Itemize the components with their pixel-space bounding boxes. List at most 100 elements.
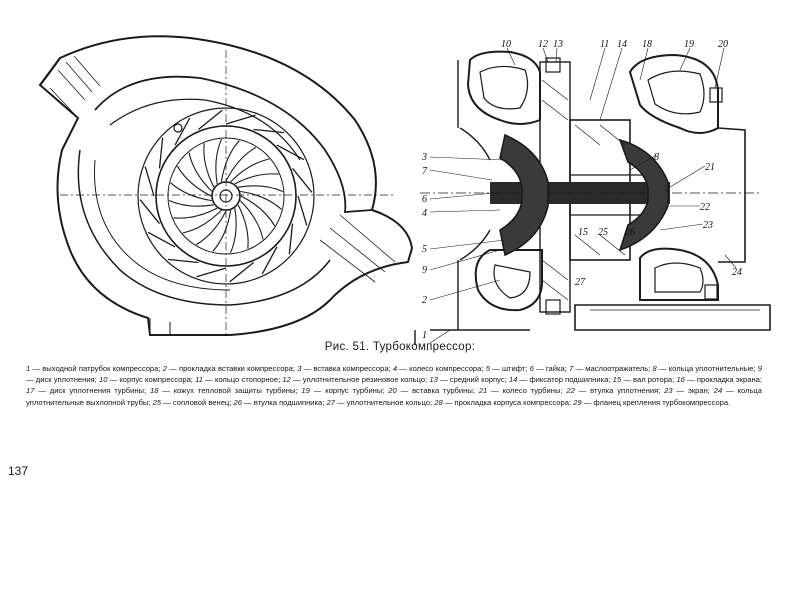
legend-item-number: 21	[478, 386, 488, 396]
callout-21: 21	[705, 162, 715, 173]
impeller-blades	[168, 138, 284, 254]
legend-item-number: 17	[26, 386, 35, 396]
callout-24: 24	[732, 267, 742, 278]
diffuser-vane	[144, 166, 155, 197]
legend-item: 7 — маслоотражатель;	[569, 364, 652, 373]
legend-item: 18 — кожух тепловой защиты турбины;	[150, 386, 301, 395]
legend-item-number: 18	[149, 386, 159, 396]
callout-2: 2	[422, 295, 427, 306]
legend-item-text: — средний корпус;	[437, 375, 509, 385]
legend-item-text: — колесо турбины;	[487, 386, 567, 396]
legend-item-number: 4	[392, 364, 398, 373]
impeller-blade	[212, 210, 232, 252]
legend-item: 6 — гайка;	[530, 364, 569, 373]
legend-item-number: 7	[569, 364, 574, 373]
impeller-blade	[240, 190, 282, 210]
legend-item: 15 — вал ротора;	[613, 375, 677, 384]
legend-item: 29 — фланец крепления турбокомпрессора.	[573, 398, 730, 407]
legend-item-text: — прокладка корпуса компрессора;	[442, 397, 574, 407]
legend-item-number: 19	[301, 386, 310, 396]
legend-item: 1 — выходной патрубок компрессора;	[26, 364, 163, 373]
callout-14: 14	[617, 39, 627, 50]
callout-26: 26	[625, 227, 635, 238]
callout-13: 13	[553, 39, 563, 50]
legend-item: 20 — вставка турбины;	[388, 386, 479, 395]
legend-item: 28 — прокладка корпуса компрессора;	[434, 398, 573, 407]
callout-22: 22	[700, 202, 710, 213]
legend-item: 25 — сопловой венец;	[153, 398, 234, 407]
legend-item-number: 25	[152, 397, 162, 407]
diffuser-vane	[167, 258, 199, 264]
impeller-blade	[203, 143, 215, 188]
compressor-volute-view	[38, 35, 414, 336]
legend-item-text: — кольца уплотнительные;	[656, 364, 758, 373]
impeller-blade	[237, 204, 249, 249]
impeller-blade	[238, 185, 284, 193]
legend-item: 13 — средний корпус;	[429, 375, 509, 384]
legend-item-text: — вставка турбины;	[396, 386, 479, 396]
impeller-blade	[229, 208, 237, 254]
diffuser-vane	[196, 267, 227, 278]
page-number: 137	[8, 464, 29, 478]
legend-item-number: 22	[566, 386, 575, 396]
legend-item-number: 23	[664, 386, 673, 396]
diffuser-vane	[198, 109, 223, 130]
legend-item-text: — штифт;	[489, 364, 530, 373]
legend-item-number: 26	[233, 397, 242, 407]
legend-item: 3 — вставка компрессора;	[297, 364, 393, 373]
diffuser-vane	[297, 195, 308, 226]
legend-item-number: 3	[297, 364, 302, 373]
impeller-blade	[240, 195, 276, 227]
legend-item-number: 14	[508, 375, 518, 385]
callout-12: 12	[538, 39, 548, 50]
legend-item-number: 5	[485, 364, 490, 373]
legend-item: 9 — диск уплотнения;	[26, 364, 762, 384]
legend-item-number: 6	[529, 364, 534, 373]
legend-item-text: — вставка компрессора;	[301, 364, 393, 373]
callout-8: 8	[654, 152, 659, 163]
impeller-blade	[230, 158, 270, 183]
diffuser-vane	[139, 199, 160, 224]
legend-item: 10 — корпус компрессора;	[99, 375, 195, 384]
legend-item: 17 — диск уплотнения турбины;	[26, 386, 150, 395]
figure-legend: 1 — выходной патрубок компрессора; 2 — п…	[26, 363, 762, 408]
callout-10: 10	[501, 39, 511, 50]
diffuser-vane	[225, 114, 256, 125]
callout-18: 18	[642, 39, 652, 50]
callout-4: 4	[422, 208, 427, 219]
turbocharger-figure: 10 12 13 11 14 18 19 20 3 7 6 4 5 9 2 1 …	[38, 35, 771, 345]
legend-item-text: — втулка уплотнения;	[574, 386, 665, 396]
impeller-blade	[182, 209, 222, 234]
legend-item-text: — кожух тепловой защиты турбины;	[158, 386, 302, 396]
impeller-blade	[173, 207, 218, 219]
legend-item-number: 27	[326, 397, 335, 407]
legend-item-text: — колесо компрессора;	[397, 364, 486, 373]
impeller-blade	[188, 152, 213, 192]
figure-drawing: 10 12 13 11 14 18 19 20 3 7 6 4 5 9 2 1 …	[38, 35, 771, 345]
legend-item-text: — диск уплотнения;	[26, 375, 99, 385]
legend-item: 24 — кольца уплотнительные выхлопной тру…	[26, 386, 762, 406]
impeller-blade	[170, 182, 212, 202]
diffuser-vane	[292, 168, 313, 193]
callout-11: 11	[600, 39, 609, 50]
legend-item-text: — экран;	[672, 386, 714, 396]
legend-item: 22 — втулка уплотнения;	[566, 386, 664, 395]
legend-item: 2 — прокладка вставки компрессора;	[163, 364, 298, 373]
callout-19: 19	[684, 39, 694, 50]
legend-item: 4 — колесо компрессора;	[393, 364, 486, 373]
legend-item-text: — прокладка вставки компрессора;	[166, 364, 298, 373]
callout-20: 20	[718, 39, 728, 50]
legend-item-number: 28	[434, 397, 443, 407]
callout-5: 5	[422, 244, 427, 255]
legend-item: 12 — уплотнительное резиновое кольцо;	[282, 375, 429, 384]
impeller-blade	[239, 200, 264, 240]
callout-25-upper: 25	[598, 227, 608, 238]
legend-item-number: 12	[282, 375, 291, 385]
diffuser-vane	[261, 246, 278, 275]
diffuser-vanes	[139, 109, 313, 283]
legend-item-text: — выходной патрубок компрессора;	[30, 364, 163, 373]
legend-item: 5 — штифт;	[486, 364, 530, 373]
legend-item-number: 29	[573, 397, 582, 407]
legend-item-text: — фланец крепления турбокомпрессора.	[581, 397, 731, 407]
legend-item-number: 11	[195, 375, 203, 385]
